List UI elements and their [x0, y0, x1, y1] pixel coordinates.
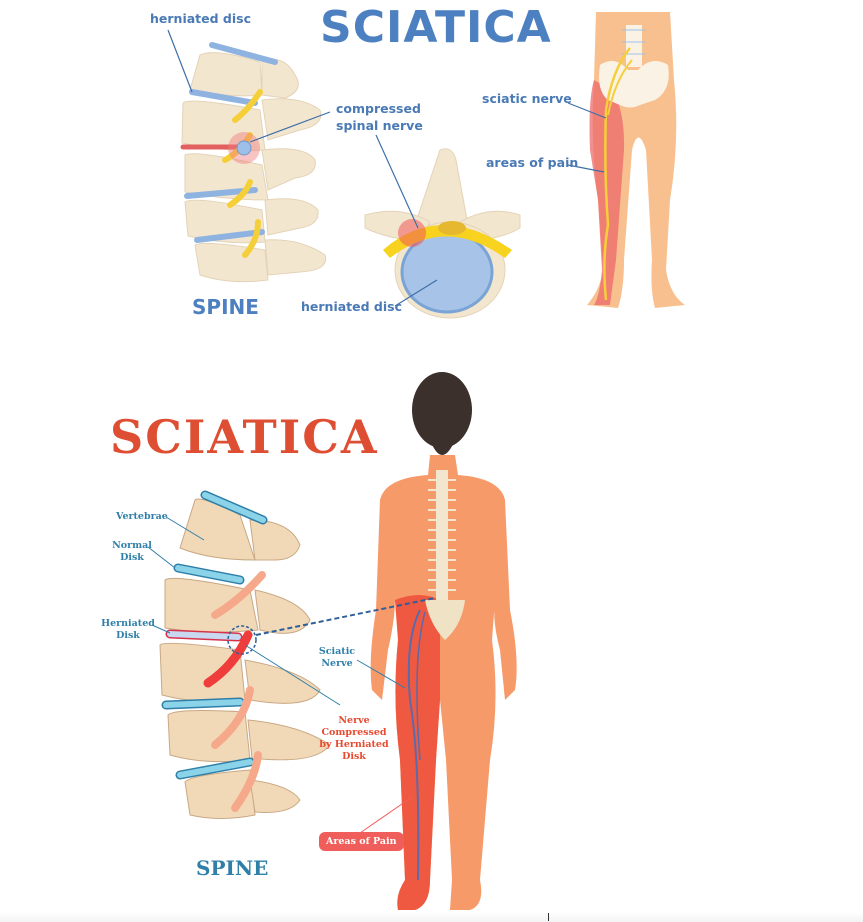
vertebra-cross-section-icon [364, 134, 521, 319]
label-herniated-disc-bottom: herniated disc [301, 299, 402, 314]
bottom-illustration [147, 372, 517, 910]
woman-back-view-icon [370, 372, 517, 910]
label-compressed-line2: spinal nerve [336, 118, 423, 133]
legs-back-view-icon [567, 12, 685, 308]
label-herniated-disk-line1: Herniated [101, 618, 155, 629]
top-spine-caption: SPINE [192, 295, 259, 319]
bottom-sciatica-diagram: SCIATICA Vertebrae Normal Disk Herniated… [0, 360, 863, 922]
top-sciatica-diagram: herniated disc SCIATICA compressed spina… [0, 0, 863, 330]
label-sciatic-line1: Sciatic [318, 646, 356, 657]
label-areas-of-pain: areas of pain [486, 155, 579, 170]
bottom-title: SCIATICA [110, 410, 379, 464]
label-compressed-line3: by Herniated [319, 739, 389, 750]
spine-side-view-icon [167, 29, 331, 283]
label-normal-disk-line2: Disk [120, 552, 144, 563]
label-compressed-line2: Compressed [321, 727, 387, 738]
bottom-spine-caption: SPINE [196, 856, 269, 880]
label-herniated-disk: Herniated Disk [101, 618, 155, 642]
label-herniated-disc-top: herniated disc [150, 11, 251, 26]
areas-of-pain-badge: Areas of Pain [319, 832, 404, 851]
label-sciatic-nerve: Sciatic Nerve [318, 646, 356, 670]
label-sciatic-nerve: sciatic nerve [482, 91, 572, 106]
label-compressed-line4: Disk [342, 751, 366, 762]
footer-shadow-bar [0, 912, 863, 922]
label-vertebrae: Vertebrae [116, 511, 168, 522]
label-compressed-line1: compressed [336, 101, 421, 116]
label-sciatic-line2: Nerve [321, 658, 353, 669]
text-cursor [548, 913, 549, 921]
top-title: SCIATICA [320, 2, 552, 53]
spine-detail-icon [147, 490, 436, 834]
label-compressed-line1: Nerve [338, 715, 370, 726]
label-nerve-compressed: Nerve Compressed by Herniated Disk [318, 715, 390, 763]
label-normal-disk: Normal Disk [112, 540, 152, 564]
top-illustration [167, 12, 685, 319]
label-herniated-disk-line2: Disk [116, 630, 140, 641]
label-normal-disk-line1: Normal [112, 540, 152, 551]
